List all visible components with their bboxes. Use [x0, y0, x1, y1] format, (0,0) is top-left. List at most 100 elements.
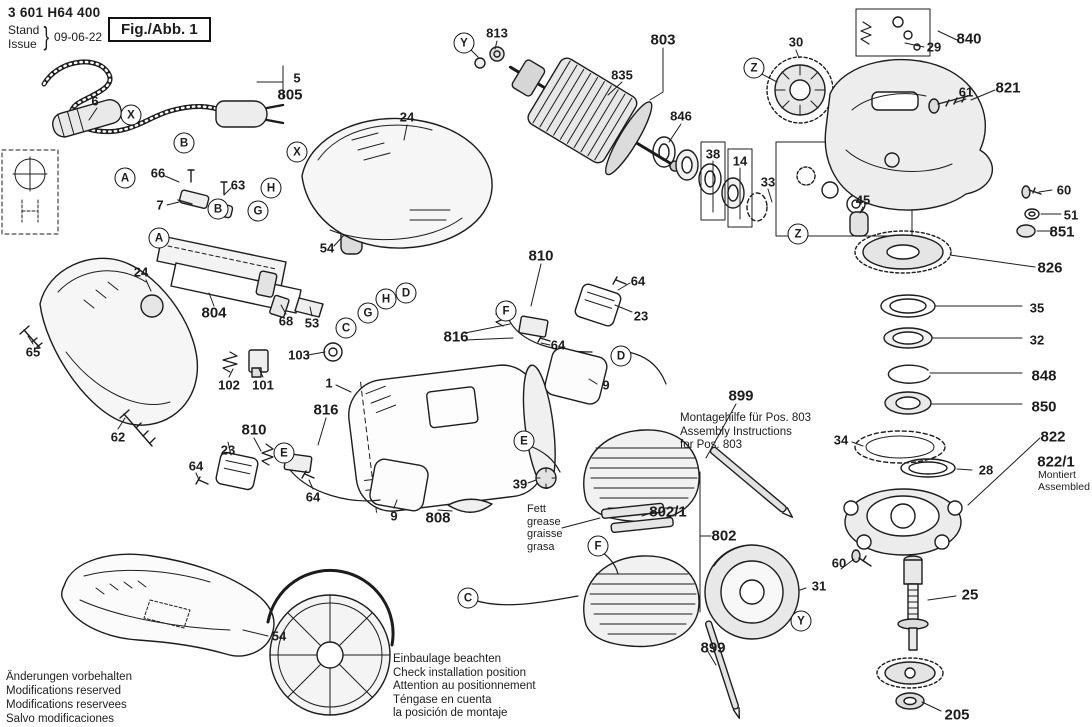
part-callout-804: 804	[201, 304, 227, 322]
installation-note-line-3: Attention au positionnement	[393, 680, 536, 692]
assembled-note-line-2: Assembled	[1038, 481, 1090, 493]
installation-note-line-4: Téngase en cuenta	[393, 693, 492, 706]
assembly-group-badge-H-12: H	[375, 288, 397, 310]
part-callout-23: 23	[220, 442, 236, 458]
assembly-group-badge-C-14: C	[335, 317, 357, 339]
part-callout-7: 7	[156, 197, 164, 213]
revision-date: 09-06-22	[54, 29, 103, 44]
part-callout-808: 808	[425, 509, 451, 527]
part-callout-61: 61	[958, 84, 974, 100]
modifications-note-line-2: Modifications reserved	[6, 685, 122, 697]
part-callout-822: 822	[1040, 428, 1066, 446]
part-callout-835: 835	[611, 67, 633, 83]
part-callout-33: 33	[760, 174, 776, 190]
header: 3 601 H64 400 Stand Issue } 09-06-22	[8, 5, 102, 52]
part-callout-813: 813	[486, 25, 508, 41]
figure-label: Fig./Abb. 1	[108, 17, 211, 42]
part-callout-1: 1	[325, 375, 333, 391]
document-number: 3 601 H64 400	[8, 5, 101, 20]
part-callout-51: 51	[1063, 207, 1079, 223]
assembly-group-badge-A-3: A	[148, 227, 170, 249]
installation-note-line-2: Check installation position	[393, 666, 526, 679]
part-callout-803: 803	[650, 31, 676, 49]
part-callout-899: 899	[728, 387, 754, 405]
assembly-group-badge-D-11: D	[395, 282, 417, 304]
part-callout-851: 851	[1049, 223, 1075, 241]
leader-lines	[27, 30, 1062, 712]
grease-note-line-1: Fett	[527, 503, 546, 515]
revision-brace: }	[43, 21, 50, 51]
assembly-group-badge-Y-21: Y	[790, 610, 812, 632]
part-callout-64: 64	[188, 458, 204, 474]
revision-block: Stand Issue } 09-06-22	[8, 21, 102, 52]
part-callout-64: 64	[550, 337, 566, 353]
part-callout-60: 60	[1056, 182, 1072, 198]
assembly-group-badge-X-7: X	[286, 141, 308, 163]
part-callout-24: 24	[133, 264, 149, 280]
part-callout-31: 31	[811, 578, 827, 594]
part-callout-822-1: 822/1	[1037, 453, 1075, 471]
assembly-group-badge-B-1: B	[173, 132, 195, 154]
modifications-note-line-3: Modifications reservees	[6, 699, 127, 711]
grease-note-line-4: grasa	[527, 540, 555, 553]
part-callout-54: 54	[319, 240, 335, 256]
assembly-group-badge-G-6: G	[247, 200, 269, 222]
assembly-instructions-note-line-1: Montagehilfe für Pos. 803	[680, 412, 812, 424]
part-callout-35: 35	[1029, 300, 1045, 316]
assembly-group-badge-B-4: B	[207, 198, 229, 220]
assembly-instructions-note-line-3: for Pos. 803	[680, 439, 743, 451]
part-callout-899: 899	[700, 639, 726, 657]
assembly-group-badge-E-18: E	[513, 430, 535, 452]
part-callout-53: 53	[304, 315, 320, 331]
clamp-section-sketch	[1, 149, 59, 235]
part-callout-9: 9	[390, 508, 398, 524]
part-callout-23: 23	[633, 308, 649, 324]
part-callout-39: 39	[512, 476, 528, 492]
part-callout-205: 205	[944, 706, 970, 724]
part-callout-821: 821	[995, 79, 1021, 97]
part-callout-25: 25	[961, 586, 979, 604]
part-callout-101: 101	[252, 377, 274, 393]
grease-note-line-3: graisse	[527, 528, 563, 540]
part-callout-64: 64	[630, 273, 646, 289]
modifications-note-line-4: Salvo modificaciones	[6, 713, 115, 725]
issue-label: Issue	[8, 36, 37, 51]
part-callout-848: 848	[1031, 367, 1057, 385]
modifications-note-line-1: Änderungen vorbehalten	[6, 671, 132, 683]
part-callout-810: 810	[241, 421, 267, 439]
installation-note-line-1: Einbaulage beachten	[393, 653, 502, 665]
assembly-group-badge-Z-9: Z	[743, 57, 765, 79]
part-callout-850: 850	[1031, 398, 1057, 416]
assembly-group-badge-Y-8: Y	[453, 32, 475, 54]
assembled-note-line-1: Montiert	[1038, 469, 1076, 481]
assembly-group-badge-C-20: C	[457, 587, 479, 609]
part-callout-28: 28	[978, 462, 994, 478]
part-callout-29: 29	[926, 39, 942, 55]
part-callout-65: 65	[25, 344, 41, 360]
part-callout-840: 840	[956, 30, 982, 48]
part-callout-102: 102	[218, 377, 240, 393]
assembly-group-badge-A-2: A	[114, 167, 136, 189]
part-callout-34: 34	[833, 432, 849, 448]
assembly-group-badge-D-16: D	[610, 345, 632, 367]
part-callout-32: 32	[1029, 332, 1045, 348]
assembly-group-badge-G-13: G	[357, 302, 379, 324]
part-callout-802: 802	[711, 527, 737, 545]
part-callout-816: 816	[313, 401, 339, 419]
stand-label: Stand	[8, 22, 40, 37]
part-callout-802-1: 802/1	[649, 503, 687, 521]
grease-note-line-2: grease	[527, 515, 561, 528]
assembly-group-badge-E-17: E	[273, 442, 295, 464]
part-callout-103: 103	[288, 347, 310, 363]
part-callout-30: 30	[788, 34, 804, 50]
part-callout-54: 54	[271, 628, 287, 644]
part-callout-9: 9	[602, 377, 610, 393]
part-callout-68: 68	[278, 313, 294, 329]
assembly-group-badge-F-15: F	[495, 300, 517, 322]
